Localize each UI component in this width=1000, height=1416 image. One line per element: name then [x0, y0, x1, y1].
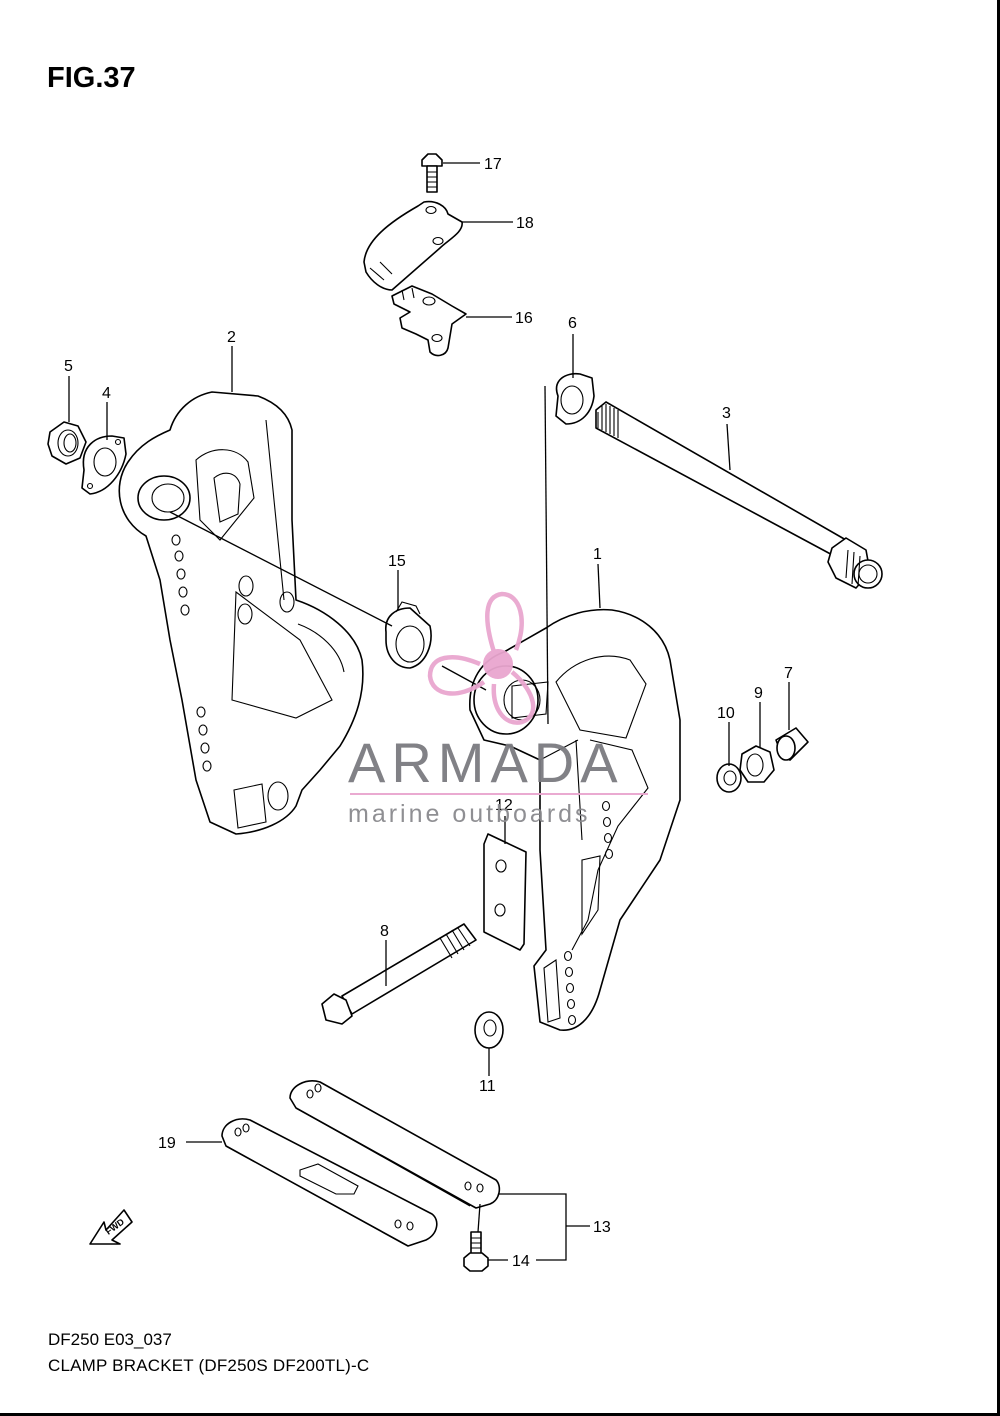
callout-5: 5 [64, 358, 73, 375]
callout-4: 4 [102, 385, 111, 402]
part-3-shaft [595, 401, 883, 589]
part-5-nut [47, 421, 87, 465]
part-17-bolt [421, 153, 443, 193]
diagram-description: CLAMP BRACKET (DF250S DF200TL)-C [48, 1356, 370, 1375]
right-border [997, 0, 1000, 1416]
callout-3: 3 [722, 405, 731, 422]
callout-15: 15 [388, 553, 406, 570]
watermark-tagline: marine outboards [348, 800, 591, 828]
part-11-washer [474, 1011, 504, 1049]
callout-14: 14 [512, 1253, 530, 1270]
part-15-bushing [385, 601, 432, 669]
part-7-collar [775, 727, 809, 761]
part-9-nut [739, 745, 775, 783]
watermark-brand: ARMADA [348, 731, 624, 794]
part-13-pad [289, 1080, 501, 1209]
callout-17: 17 [484, 156, 502, 173]
leader-lines [68, 162, 790, 1261]
callout-2: 2 [227, 329, 236, 346]
propeller-logo-icon [427, 591, 536, 725]
callout-19: 19 [158, 1135, 176, 1152]
callout-6: 6 [568, 315, 577, 332]
figure-title: FIG.37 [47, 62, 136, 94]
callout-16: 16 [515, 310, 533, 327]
part-4-washer [81, 435, 127, 495]
callout-8: 8 [380, 923, 389, 940]
part-18-cover [363, 200, 463, 291]
callout-12: 12 [495, 797, 513, 814]
part-12-plate [483, 833, 527, 951]
part-14-bolt [463, 1231, 489, 1272]
callout-11: 11 [479, 1078, 496, 1095]
callout-9: 9 [754, 685, 763, 702]
diagram-code: DF250 E03_037 [48, 1330, 172, 1349]
callout-18: 18 [516, 215, 534, 232]
fwd-arrow-icon: FWD [89, 1209, 133, 1245]
part-10-washer [716, 763, 742, 793]
callout-10: 10 [717, 705, 735, 722]
armada-watermark: ARMADA marine outboards [348, 591, 648, 828]
bottom-border [0, 1413, 1000, 1416]
part-16-plate [391, 285, 467, 357]
callout-1: 1 [593, 546, 602, 563]
part-6-washer [555, 372, 595, 425]
callout-7: 7 [784, 665, 793, 682]
part-2-left-bracket [118, 391, 364, 835]
part-19-pad [221, 1118, 438, 1247]
callout-13: 13 [593, 1219, 611, 1236]
part-8-bolt [321, 923, 477, 1025]
callout-numbers: 17 18 16 6 3 2 4 5 1 15 7 9 10 12 8 11 1… [64, 156, 793, 1270]
